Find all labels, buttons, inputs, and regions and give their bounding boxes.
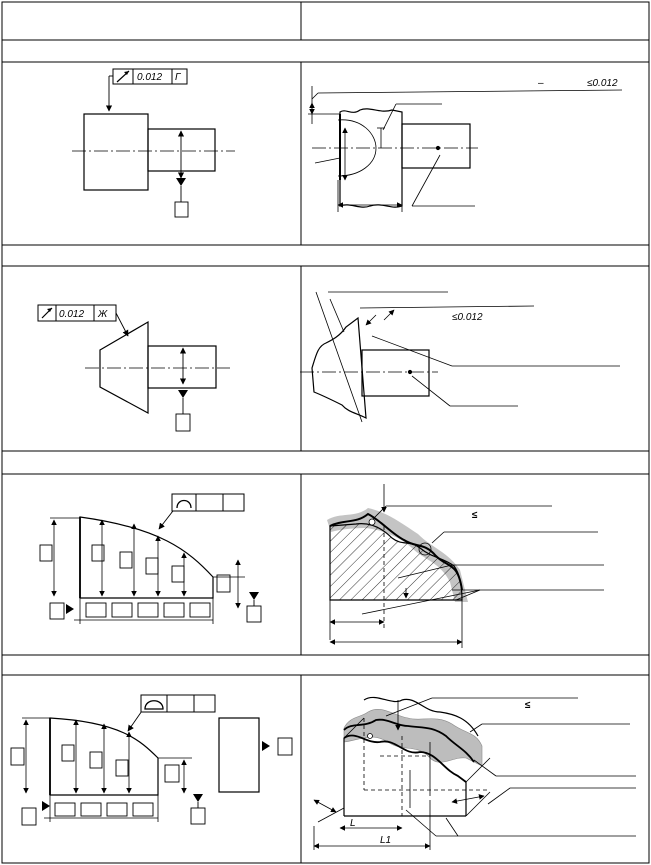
profile-arc-icon (176, 499, 192, 509)
row2-tolerance-frame: 0.012 Ж (37, 304, 117, 322)
datum-triangle-icon (193, 794, 203, 802)
row2-tolerance-value: 0.012 (59, 309, 84, 320)
datum-triangle-icon (178, 390, 188, 398)
row4-deviation-value: ≤ (525, 700, 531, 711)
row1-drawing (72, 75, 235, 218)
runout-arrow-icon (116, 70, 130, 83)
row2-datum-letter: Ж (97, 309, 108, 320)
row4-profile-frame (140, 694, 216, 713)
row4-dim-right: L1 (380, 835, 391, 846)
datum-box (175, 413, 191, 432)
row1-tolerance-value: 0.012 (137, 72, 162, 83)
row2-drawing (85, 312, 230, 432)
datum-triangle-icon (176, 178, 186, 186)
row4-dim-left: L (350, 818, 356, 829)
row2-explanation-drawing (300, 291, 620, 423)
row3-profile-frame (171, 493, 245, 512)
row1-tolerance-frame: 0.012 Г (112, 68, 188, 85)
row1-datum-letter: Г (175, 72, 182, 83)
datum-triangle-icon (42, 801, 50, 811)
datum-triangle-icon (66, 604, 74, 614)
datum-box (174, 201, 189, 218)
row1-deviation-value: ≤0.012 (587, 78, 618, 89)
row1-explanation-drawing (308, 86, 623, 212)
datum-triangle-icon (262, 741, 270, 751)
runout-arrow-icon (41, 307, 53, 319)
row4-drawing (10, 707, 293, 826)
profile-arc-icon (144, 700, 164, 710)
row2-deviation-value: ≤0.012 (452, 312, 483, 323)
row1-deviation-dash: – (538, 78, 544, 89)
datum-triangle-icon (249, 592, 259, 600)
row4-explanation-drawing (313, 696, 636, 850)
row3-deviation-value: ≤ (472, 510, 478, 521)
row3-drawing (39, 506, 262, 624)
row3-explanation-drawing (327, 484, 604, 648)
